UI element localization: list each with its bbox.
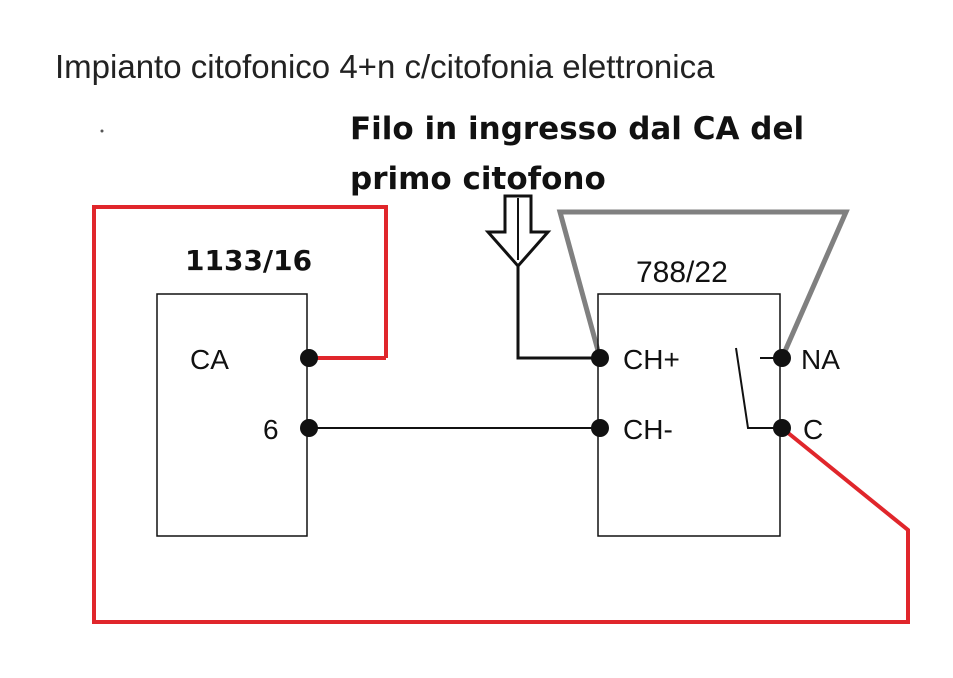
device-788-22-label: 788/22 [636,256,728,289]
terminal-ch-minus-dot [591,419,609,437]
terminal-6-label: 6 [263,414,279,445]
terminal-ca-label: CA [190,344,229,375]
terminal-c-dot [773,419,791,437]
incoming-wire [516,262,600,360]
terminal-ch-plus-label: CH+ [623,344,680,375]
terminal-na-dot [773,349,791,367]
terminal-ch-minus-label: CH- [623,414,673,445]
stray-dot [100,129,104,133]
note-line-1: Filo in ingresso dal CA del [350,111,804,147]
red-wire-loop [92,205,910,624]
note-line-2: primo citofono [350,161,606,197]
terminal-ca-dot [300,349,318,367]
terminal-ch-plus-dot [591,349,609,367]
terminal-na-label: NA [801,344,840,375]
device-1133-16-label: 1133/16 [185,244,312,277]
grey-wire-loop [556,209,850,360]
relay-contact-symbol [735,347,782,429]
terminal-6-dot [300,419,318,437]
device-788-22-box [597,293,781,537]
device-1133-16-box [156,293,308,537]
diagram-title: Impianto citofonico 4+n c/citofonia elet… [55,48,715,85]
terminal-c-label: C [803,414,823,445]
